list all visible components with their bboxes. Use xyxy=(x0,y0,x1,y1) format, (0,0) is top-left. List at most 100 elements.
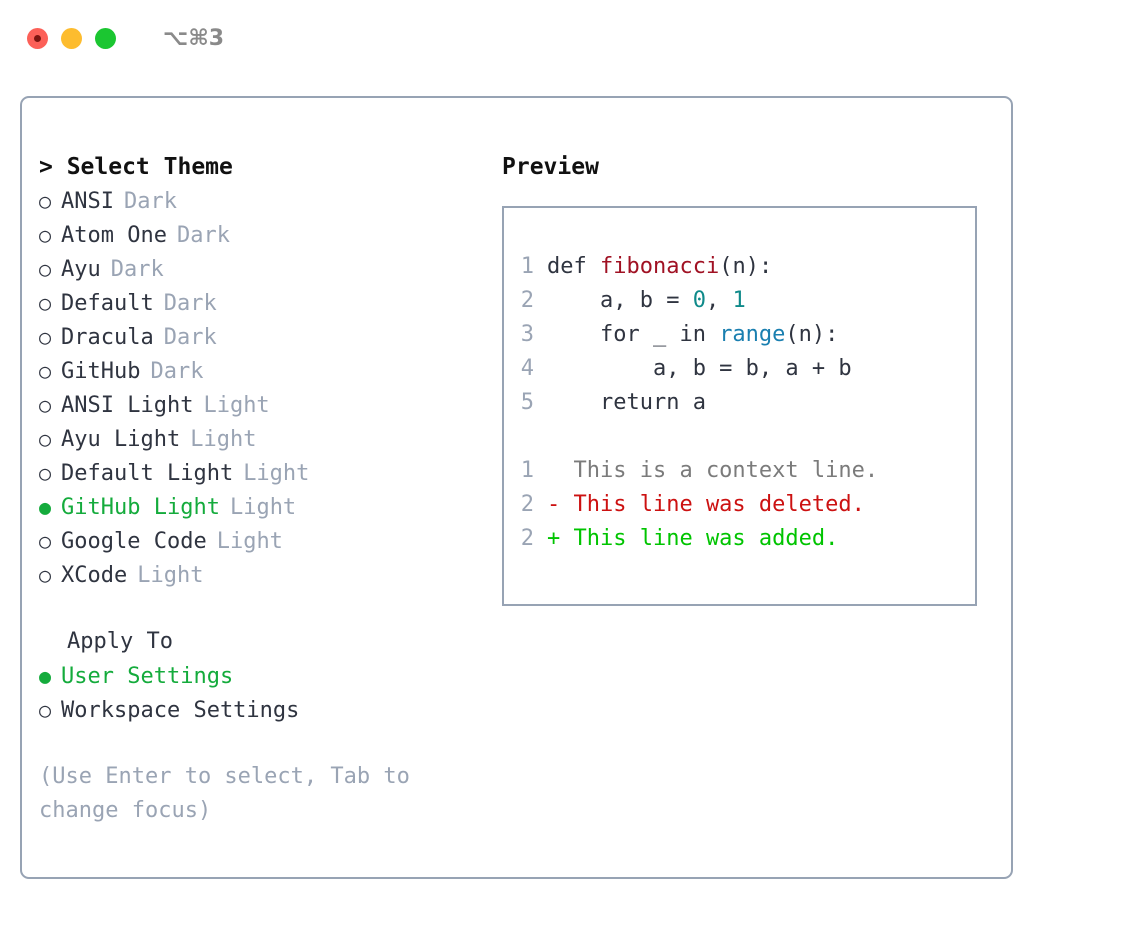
radio-unselected-icon: ○ xyxy=(39,257,52,281)
window-controls xyxy=(27,27,116,49)
theme-option-ayu[interactable]: ○ Ayu Dark xyxy=(39,252,489,286)
theme-variant-tag: Light xyxy=(190,427,257,452)
code-token-plain: return a xyxy=(547,390,706,415)
theme-variant-tag: Dark xyxy=(150,359,204,384)
code-line-number: 4 xyxy=(520,356,534,381)
apply-to-option-label: Workspace Settings xyxy=(61,698,300,723)
theme-option-label: Google Code xyxy=(61,529,207,554)
radio-unselected-icon: ○ xyxy=(39,461,52,485)
code-line-number: 5 xyxy=(520,390,534,415)
code-line-content: a, b = 0, 1 xyxy=(547,284,746,318)
code-line: 4 a, b = b, a + b xyxy=(518,352,967,386)
theme-variant-tag: Light xyxy=(203,393,270,418)
theme-option-label: ANSI xyxy=(61,189,114,214)
theme-variant-tag: Light xyxy=(216,529,283,554)
radio-unselected-icon: ○ xyxy=(39,529,52,553)
radio-selected-icon: ● xyxy=(39,664,52,688)
radio-selected-icon: ● xyxy=(39,495,52,519)
diff-line-content: This is a context line. xyxy=(547,458,879,483)
code-token-plain: a, b = b, a + b xyxy=(547,356,852,381)
select-theme-heading: > Select Theme xyxy=(39,154,233,180)
theme-option-default-light[interactable]: ○ Default Light Light xyxy=(39,456,489,490)
titlebar: ⌥⌘3 xyxy=(0,0,1140,76)
code-token-num: 0 xyxy=(692,288,706,313)
theme-option-label: GitHub xyxy=(61,359,141,384)
code-token-plain: def xyxy=(547,254,600,279)
code-line-number: 2 xyxy=(520,288,534,313)
apply-to-option-user-settings[interactable]: ● User Settings xyxy=(39,659,489,693)
theme-variant-tag: Dark xyxy=(176,223,230,248)
code-token-num: 1 xyxy=(732,288,746,313)
close-window-button[interactable] xyxy=(27,27,48,49)
theme-option-label: Ayu xyxy=(61,257,101,282)
theme-option-label: Ayu Light xyxy=(61,427,181,452)
diff-line-del: 2 - This line was deleted. xyxy=(518,488,967,522)
theme-option-google-code[interactable]: ○ Google Code Light xyxy=(39,524,489,558)
code-line-content: return a xyxy=(547,386,706,420)
theme-variant-tag: Dark xyxy=(163,325,217,350)
code-token-plain: (n): xyxy=(785,322,839,347)
apply-to-heading: Apply To xyxy=(67,629,173,654)
code-line-number: 3 xyxy=(520,322,534,347)
theme-variant-tag: Dark xyxy=(123,189,177,214)
radio-unselected-icon: ○ xyxy=(39,427,52,451)
diff-line-number: 2 xyxy=(520,492,534,517)
code-line: 2 a, b = 0, 1 xyxy=(518,284,967,318)
preview-heading: Preview xyxy=(502,154,599,180)
diff-line-number: 2 xyxy=(520,526,534,551)
theme-option-atom-one[interactable]: ○ Atom One Dark xyxy=(39,218,489,252)
theme-option-label: Dracula xyxy=(61,325,154,350)
radio-unselected-icon: ○ xyxy=(39,189,52,213)
theme-option-ayu-light[interactable]: ○ Ayu Light Light xyxy=(39,422,489,456)
theme-option-github[interactable]: ○ GitHub Dark xyxy=(39,354,489,388)
code-line: 1 def fibonacci(n): xyxy=(518,250,967,284)
apply-to-option-workspace-settings[interactable]: ○ Workspace Settings xyxy=(39,693,489,727)
theme-option-ansi[interactable]: ○ ANSI Dark xyxy=(39,184,489,218)
theme-option-dracula[interactable]: ○ Dracula Dark xyxy=(39,320,489,354)
code-token-plain: , xyxy=(705,288,733,313)
radio-unselected-icon: ○ xyxy=(39,563,52,587)
theme-option-label: Default xyxy=(61,291,154,316)
theme-variant-tag: Light xyxy=(243,461,310,486)
code-token-plain: (n): xyxy=(719,254,773,279)
apply-to-section: Apply To ● User Settings ○ Workspace Settin… xyxy=(39,625,489,727)
diff-line-content: - This line was deleted. xyxy=(547,492,865,517)
radio-unselected-icon: ○ xyxy=(39,359,52,383)
minimize-window-button[interactable] xyxy=(61,27,82,49)
theme-option-ansi-light[interactable]: ○ ANSI Light Light xyxy=(39,388,489,422)
theme-variant-tag: Dark xyxy=(163,291,217,316)
diff-line-list: 1 This is a context line. 2 - This line wa… xyxy=(518,454,967,556)
apply-to-option-list: ● User Settings ○ Workspace Settings xyxy=(39,659,489,727)
code-line: 3 for _ in range(n): xyxy=(518,318,967,352)
theme-option-label: ANSI Light xyxy=(61,393,194,418)
theme-option-label: Default Light xyxy=(61,461,234,486)
radio-unselected-icon: ○ xyxy=(39,393,52,417)
theme-variant-tag: Light xyxy=(137,563,204,588)
radio-unselected-icon: ○ xyxy=(39,698,52,722)
diff-line-context: 1 This is a context line. xyxy=(518,454,967,488)
code-token-func: fibonacci xyxy=(599,254,720,279)
theme-option-label: GitHub Light xyxy=(61,495,220,520)
code-line: 5 return a xyxy=(518,386,967,420)
code-line-number: 1 xyxy=(520,254,534,279)
code-token-plain: a, b = xyxy=(547,288,693,313)
code-line-content: def fibonacci(n): xyxy=(547,250,772,284)
maximize-window-button[interactable] xyxy=(95,27,116,49)
theme-option-label: Atom One xyxy=(61,223,167,248)
diff-line-number: 1 xyxy=(520,458,534,483)
radio-unselected-icon: ○ xyxy=(39,223,52,247)
apply-to-option-label: User Settings xyxy=(61,664,234,689)
radio-unselected-icon: ○ xyxy=(39,325,52,349)
theme-variant-tag: Dark xyxy=(110,257,164,282)
code-token-call: range xyxy=(719,322,786,347)
